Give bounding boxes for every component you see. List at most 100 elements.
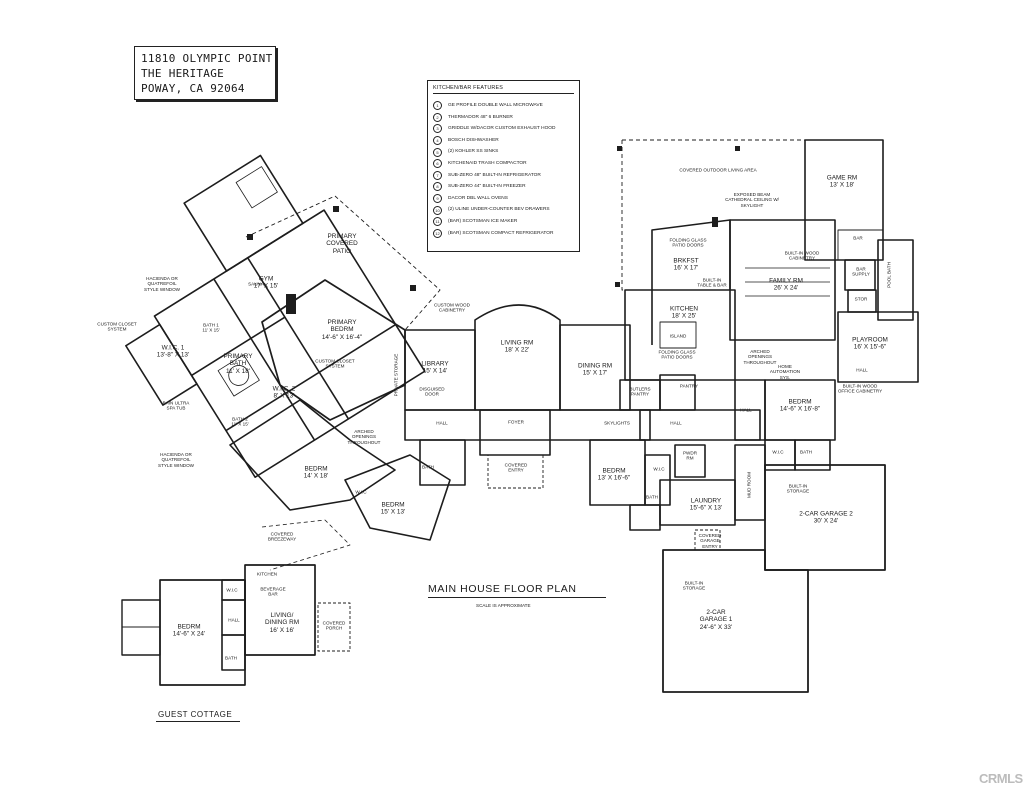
label-line: FOLDING GLASS	[669, 237, 707, 243]
plan-title-rule	[428, 597, 606, 598]
label-line: PRIMARY	[327, 318, 357, 326]
room-foyer: FOYER	[508, 419, 524, 425]
scale-note: SCALE IS APPROXIMATE	[476, 603, 531, 608]
legend-item-text: DACOR DBL WALL OVENS	[448, 195, 508, 201]
label-line: COVERED	[326, 240, 358, 248]
label-line: FOLDING GLASS	[658, 349, 696, 355]
label-line: 13' X 16'-6"	[597, 475, 631, 482]
label-line: BRKFST	[673, 257, 699, 265]
label-line: 18' X 25'	[671, 313, 697, 320]
room-storage: STOR	[854, 296, 868, 302]
legend-item: 5(2) KOHLER SS SINKS	[433, 146, 574, 158]
bath-cottage: BATH	[225, 655, 237, 661]
label-line: CATHEDRAL CEILING W/	[725, 197, 779, 203]
label-line: DOOR	[425, 392, 439, 397]
legend-item: 12(BAR) SCOTSMAN COMPACT REFRIGERATOR	[433, 228, 574, 240]
label-line: BAR	[856, 266, 866, 272]
label-line: ENTRY	[702, 543, 718, 549]
label-line: CABINETRY	[438, 308, 466, 313]
label-line: GAME RM	[826, 174, 858, 182]
label-line: LIVING/	[270, 611, 294, 619]
legend-number-icon: 1	[433, 101, 442, 111]
label-line: AUTOMATION	[769, 369, 801, 375]
label-line: 14'-6" X 24'	[172, 631, 206, 638]
label-line: FAMILY RM	[769, 277, 803, 285]
label-line: GARAGE 1	[699, 616, 733, 624]
label-line: OPENINGS	[747, 354, 773, 360]
address-block: 11810 OLYMPIC POINT THE HERITAGE POWAY, …	[134, 46, 276, 100]
legend-number-icon: 8	[433, 182, 442, 192]
label-line: BEDRM	[788, 398, 812, 406]
label-line: CUSTOM CLOSET	[97, 321, 137, 327]
label-line: 2-CAR GARAGE 2	[799, 510, 853, 518]
legend-number-icon: 11	[433, 217, 442, 227]
legend-item-text: KITCHENAID TRASH COMPACTOR	[448, 160, 527, 166]
label-line: RM	[686, 456, 694, 461]
label-line: BEDRM	[602, 467, 626, 475]
label-line: 2-CAR	[706, 608, 726, 616]
address-line-1: 11810 OLYMPIC POINT	[141, 52, 273, 65]
label-line: DISGUISED	[419, 386, 445, 392]
kitchen-island-label: ISLAND	[669, 333, 687, 339]
covered-outdoor-area: COVERED OUTDOOR LIVING AREA	[679, 167, 757, 173]
label-line: 16' X 16'	[269, 626, 295, 634]
address-line-3: POWAY, CA 92064	[141, 82, 245, 95]
label-line: PATIO DOORS	[661, 355, 693, 360]
label-line: 14' X 18'	[303, 473, 329, 480]
column-dot-icon	[247, 146, 740, 314]
label-line: THROUGHOUT	[743, 359, 777, 365]
room-pool-bath: POOL BATH	[886, 262, 892, 288]
label-line: COVERED	[698, 532, 722, 538]
label-line: QUATREFOIL	[147, 281, 177, 287]
label-line: PATIO DOORS	[672, 243, 704, 248]
label-line: PATIO	[332, 247, 352, 255]
note-skylights: SKYLIGHTS	[604, 420, 630, 426]
label-line: STYLE WINDOW	[144, 286, 180, 292]
label-line: BREEZEWAY	[267, 537, 297, 542]
label-line: BEVERAGE	[260, 586, 286, 592]
label-line: DINING RM	[577, 362, 613, 370]
primary-wing	[125, 154, 426, 478]
label-line: 17' X 15'	[253, 283, 279, 290]
label-line: ENTRY	[508, 468, 524, 473]
label-line: HOME	[778, 363, 792, 369]
crmls-watermark: CRMLS	[979, 771, 1023, 786]
label-line: DINING RM	[264, 619, 300, 627]
label-line: EXPOSED BEAM	[733, 191, 771, 197]
label-line: BUTLERS	[629, 386, 651, 392]
label-line: BATH	[229, 360, 247, 368]
label-line: STORAGE	[682, 586, 706, 591]
label-line: CUSTOM CLOSET	[315, 358, 355, 364]
label-line: 11' X 15'	[202, 328, 220, 333]
legend-title: KITCHEN/BAR FEATURES	[433, 85, 574, 94]
label-line: BAR	[268, 592, 278, 597]
label-line: 26' X 24'	[773, 285, 799, 292]
plan-title: MAIN HOUSE FLOOR PLAN	[428, 583, 577, 595]
label-line: QUATREFOIL	[161, 457, 191, 463]
label-line: 16' X 15'-6"	[853, 344, 887, 351]
